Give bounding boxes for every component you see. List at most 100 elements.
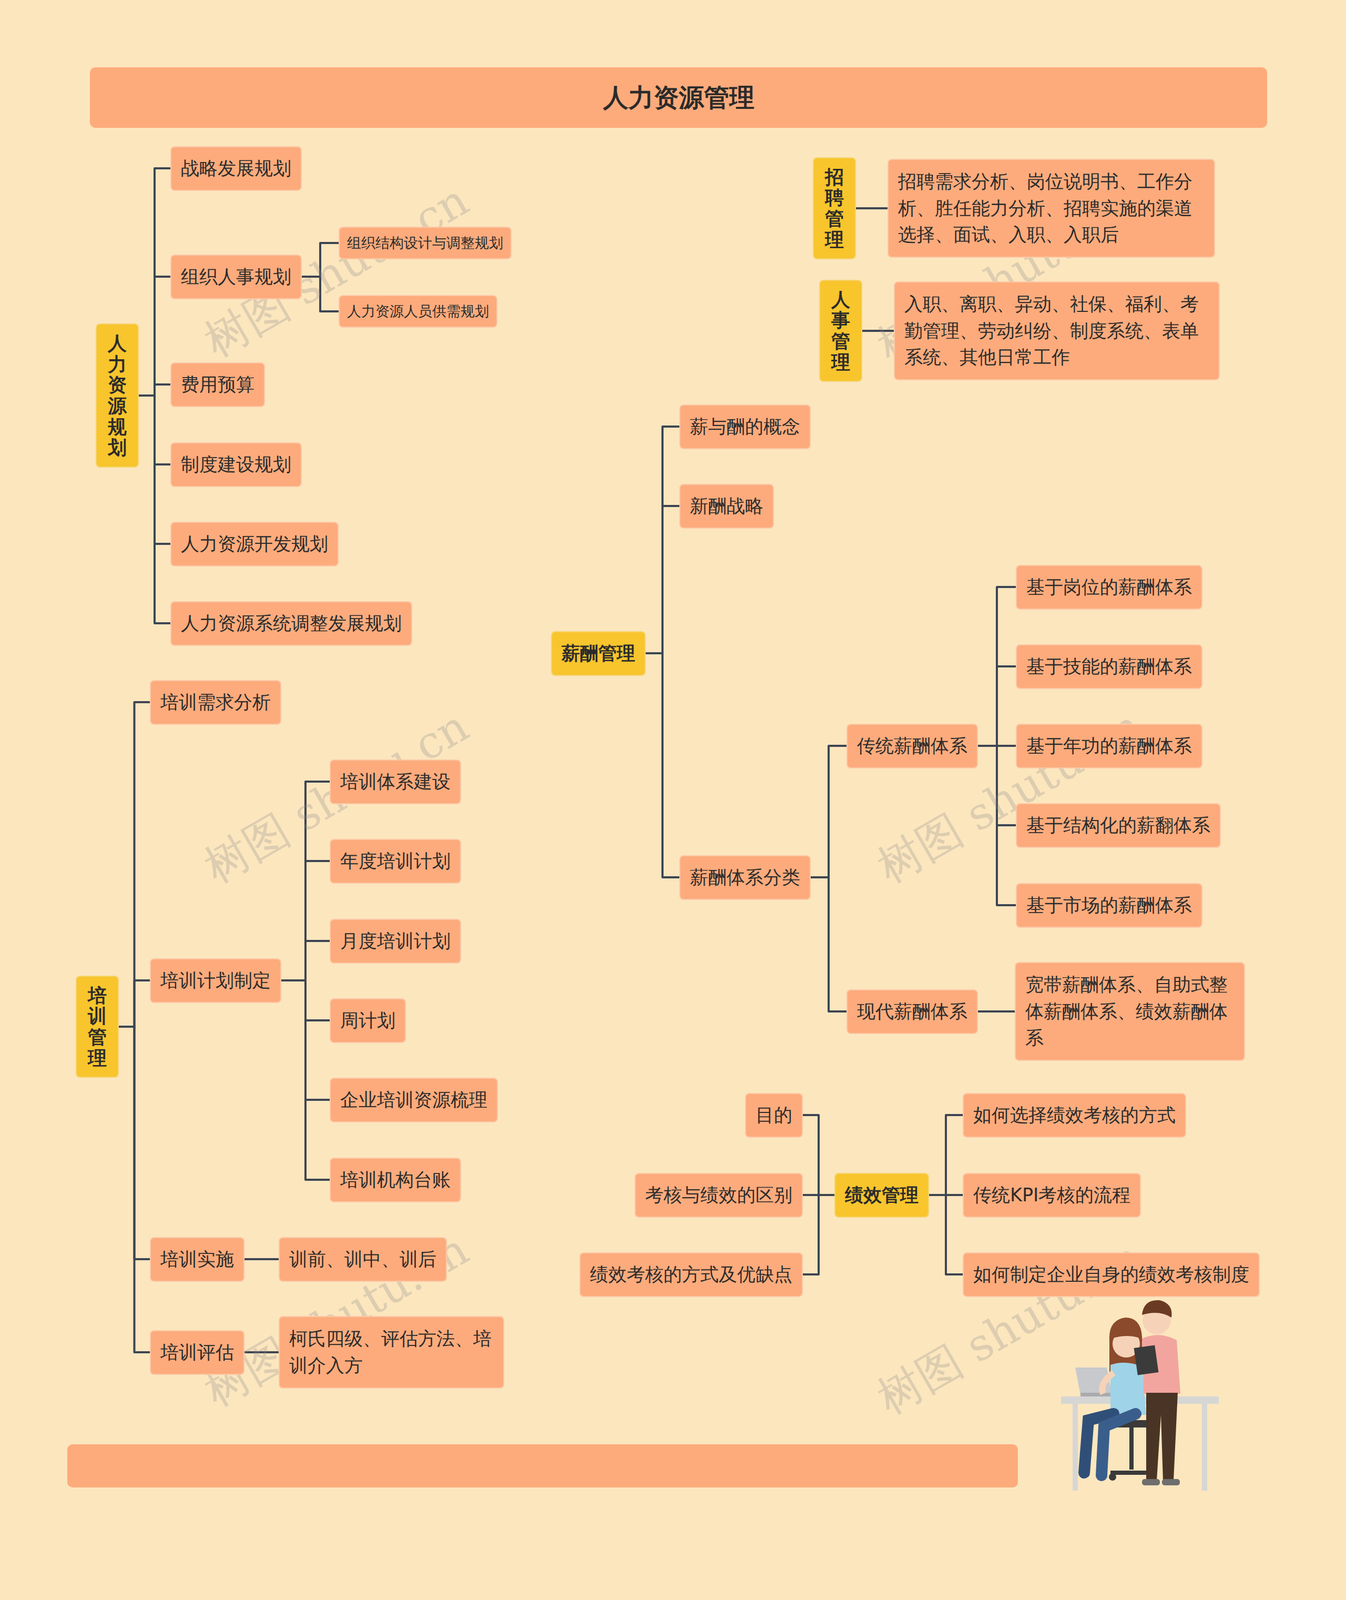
branch-box: 人力资源开发规划 (170, 521, 339, 567)
bracket-connector (301, 276, 339, 312)
node-text: 目的 (755, 1102, 793, 1128)
bracket-connector (977, 1010, 1015, 1013)
node-text: 人力资源人员供需规划 (347, 301, 489, 322)
branch-box: 月度培训计划 (329, 918, 462, 964)
node-text: 组织结构设计与调整规划 (347, 232, 504, 253)
title-text: 人力资源管理 (603, 80, 755, 115)
node-text: 宽带薪酬体系、自助式整体薪酬体系、绩效薪酬体系 (1025, 971, 1235, 1052)
bracket-connector (118, 1026, 150, 1352)
topic-box: 培训管理 (75, 975, 119, 1078)
bracket-connector (281, 940, 330, 981)
bracket-connector (645, 653, 680, 878)
node-text: 培训需求分析 (160, 689, 271, 716)
node-text: 考核与绩效的区别 (645, 1181, 793, 1208)
node-text: 基于年功的薪酬体系 (1026, 732, 1192, 759)
bracket-connector (301, 242, 339, 277)
bracket-connector (977, 745, 1016, 905)
node-text: 招聘需求分析、岗位说明书、工作分析、胜任能力分析、招聘实施的渠道选择、面试、入职… (898, 168, 1205, 249)
branch-box: 培训体系建设 (329, 759, 462, 804)
branch-box: 企业培训资源梳理 (329, 1077, 498, 1123)
node-text: 传统KPI考核的流程 (973, 1181, 1131, 1208)
bracket-connector (810, 877, 847, 1012)
branch-box: 柯氏四级、评估方法、培训介入方 (278, 1315, 505, 1389)
topic-box: 人力资源规划 (95, 323, 139, 468)
node-text: 培训实施 (160, 1246, 234, 1272)
bracket-connector (855, 207, 888, 210)
branch-box: 新酬战略 (679, 483, 774, 529)
title-band: 人力资源管理 (89, 67, 1268, 128)
node-text: 绩效管理 (844, 1181, 919, 1208)
bracket-connector (802, 1114, 835, 1195)
branch-box: 基于技能的薪酬体系 (1015, 644, 1203, 689)
footer-band (67, 1443, 1018, 1487)
bracket-connector (244, 1257, 279, 1260)
branch-box: 组织结构设计与调整规划 (338, 226, 512, 260)
node-text: 传统薪酬体系 (857, 732, 968, 759)
node-text: 基于技能的薪酬体系 (1026, 653, 1192, 680)
node-text: 培训管理 (87, 984, 107, 1068)
bracket-connector (138, 384, 171, 396)
branch-box: 培训计划制定 (149, 957, 282, 1003)
bracket-connector (929, 1114, 963, 1195)
branch-box: 战略发展规划 (170, 146, 302, 191)
bracket-connector (977, 666, 1016, 746)
bracket-connector (138, 395, 171, 624)
bracket-connector (645, 505, 680, 654)
bracket-connector (810, 745, 847, 878)
branch-box: 培训需求分析 (149, 679, 282, 725)
node-text: 薪酬体系分类 (689, 864, 801, 891)
branch-box: 传统薪酬体系 (846, 723, 978, 769)
node-text: 薪酬管理 (561, 640, 636, 667)
branch-box: 传统KPI考核的流程 (962, 1172, 1141, 1218)
bracket-connector (929, 1194, 963, 1274)
bracket-connector (281, 781, 330, 981)
node-text: 组织人事规划 (180, 263, 292, 290)
branch-box: 薪与酬的概念 (679, 404, 811, 450)
node-text: 培训评估 (160, 1339, 234, 1365)
bracket-connector (138, 168, 171, 396)
branch-box: 考核与绩效的区别 (634, 1172, 803, 1218)
branch-box: 招聘需求分析、岗位说明书、工作分析、胜任能力分析、招聘实施的渠道选择、面试、入职… (887, 158, 1216, 258)
branch-box: 人力资源系统调整发展规划 (170, 600, 413, 646)
node-text: 如何制定企业自身的绩效考核制度 (973, 1261, 1250, 1288)
branch-box: 周计划 (329, 997, 406, 1043)
bracket-connector (244, 1350, 279, 1353)
branch-box: 基于市场的薪酬体系 (1015, 882, 1203, 928)
bracket-connector (118, 980, 150, 1027)
node-text: 入职、离职、异动、社保、福利、考勤管理、劳动纠纷、制度系统、表单系统、其他日常工… (904, 290, 1210, 371)
bracket-connector (862, 329, 894, 332)
branch-box: 年度培训计划 (329, 838, 462, 884)
branch-box: 制度建设规划 (170, 442, 302, 487)
node-text: 培训体系建设 (340, 768, 451, 795)
node-text: 基于岗位的薪酬体系 (1026, 574, 1192, 600)
branch-box: 如何选择绩效考核的方式 (962, 1092, 1187, 1138)
branch-box: 训前、训中、训后 (278, 1236, 447, 1282)
branch-box: 如何制定企业自身的绩效考核制度 (962, 1251, 1260, 1297)
topic-box: 招聘管理 (812, 157, 856, 260)
branch-box: 入职、离职、异动、社保、福利、考勤管理、劳动纠纷、制度系统、表单系统、其他日常工… (893, 281, 1220, 381)
topic-box: 薪酬管理 (551, 630, 646, 676)
bracket-connector (281, 860, 330, 981)
node-text: 人力资源开发规划 (180, 531, 329, 557)
node-text: 现代薪酬体系 (857, 998, 968, 1025)
node-text: 费用预算 (180, 371, 255, 398)
node-text: 培训计划制定 (160, 967, 271, 994)
bracket-connector (138, 276, 171, 396)
branch-box: 现代薪酬体系 (846, 988, 978, 1034)
node-text: 年度培训计划 (340, 848, 451, 874)
node-text: 周计划 (340, 1007, 396, 1034)
topic-box: 人事管理 (819, 279, 863, 382)
branch-box: 组织人事规划 (170, 254, 302, 300)
branch-box: 基于结构化的薪翻体系 (1015, 802, 1221, 848)
node-text: 企业培训资源梳理 (340, 1086, 488, 1113)
branch-box: 人力资源人员供需规划 (338, 294, 498, 328)
branch-box: 基于年功的薪酬体系 (1015, 723, 1203, 769)
branch-box: 薪酬体系分类 (679, 854, 811, 900)
bracket-connector (645, 426, 680, 654)
node-text: 战略发展规划 (180, 155, 292, 182)
people-at-desk (1061, 1299, 1219, 1491)
branch-box: 宽带薪酬体系、自助式整体薪酬体系、绩效薪酬体系 (1014, 961, 1246, 1061)
branch-box: 费用预算 (170, 362, 265, 407)
node-text: 月度培训计划 (340, 928, 451, 954)
